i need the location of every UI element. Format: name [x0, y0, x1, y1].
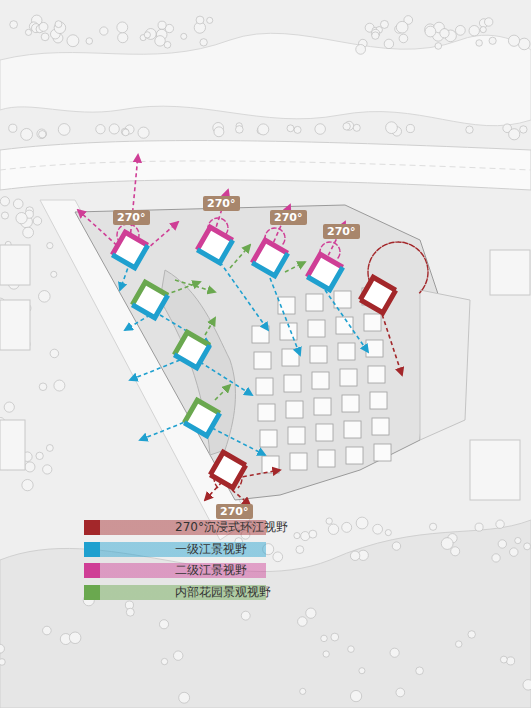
neighbour-block [0, 300, 30, 350]
lower-park [0, 520, 531, 708]
view-arrow [220, 262, 268, 330]
view-arrow [232, 490, 250, 505]
legend-text: 内部花园景观视野 [175, 585, 271, 600]
view-arrow [285, 262, 305, 272]
view-arrow [130, 360, 180, 380]
neighbour-block [0, 420, 25, 470]
view-arrow [230, 245, 250, 268]
side-road [40, 200, 250, 540]
view-arrow [212, 428, 265, 455]
villa-grid [252, 288, 391, 473]
view-arrows [78, 155, 428, 505]
tower [112, 232, 148, 268]
buildings [112, 227, 396, 488]
angle-tag: 270° [203, 196, 240, 211]
legend-text: 一级江景视野 [175, 542, 247, 557]
neighbour-block [0, 245, 30, 285]
view-arrow [125, 315, 150, 330]
neighbour-block [490, 250, 530, 295]
neighbour-block [470, 440, 520, 500]
tower [174, 332, 210, 368]
trees [0, 15, 531, 703]
angle-label: 270° [117, 211, 146, 224]
legend-text: 270°沉浸式环江视野 [175, 520, 288, 535]
tower [184, 400, 220, 436]
tower [210, 452, 246, 488]
tower [252, 240, 288, 276]
site-boundary [75, 205, 440, 500]
tower [197, 227, 233, 263]
angle-tag: 270° [323, 224, 360, 239]
view-arrow [380, 308, 402, 375]
tower [132, 282, 168, 318]
view-arrow [175, 280, 215, 292]
angle-tag: 270° [270, 210, 307, 225]
angle-tag: 270° [113, 210, 150, 225]
view-arrow [205, 318, 215, 335]
east-strip [420, 290, 470, 440]
legend-text: 二级江景视野 [175, 563, 247, 578]
road [0, 141, 531, 190]
view-arrow [205, 482, 222, 500]
view-arrow [140, 420, 190, 440]
angle-label: 270° [220, 505, 249, 518]
angle-tag: 270° [216, 504, 253, 519]
angle-label: 270° [207, 197, 236, 210]
angle-label: 270° [327, 225, 356, 238]
tower [307, 254, 343, 290]
road-centerline [0, 161, 531, 170]
view-arrow [215, 385, 230, 400]
angle-label: 270° [274, 211, 303, 224]
river [0, 33, 531, 125]
tower [360, 277, 396, 313]
garden [160, 270, 235, 455]
view-arrow [165, 282, 200, 295]
view-arrow [270, 278, 300, 355]
view-arrow [130, 155, 138, 240]
